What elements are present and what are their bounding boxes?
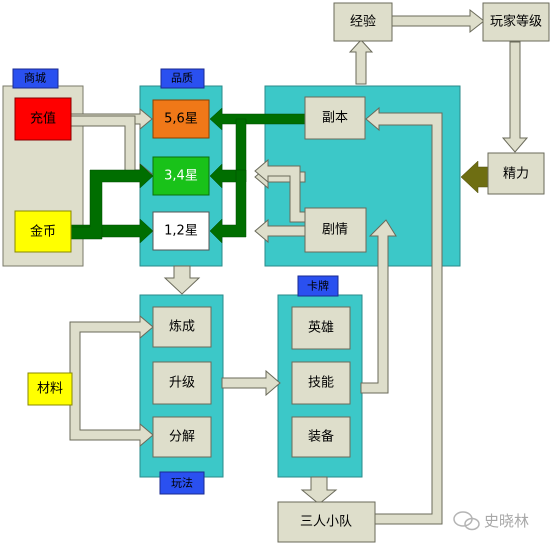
arrow-level-to-stamina (501, 41, 529, 153)
refine-label: 炼成 (169, 320, 195, 335)
quality-label-box (160, 68, 205, 89)
arrow-gold-to-star34 (70, 163, 154, 240)
gray-connectors (59, 8, 529, 525)
stamina-label: 精力 (503, 167, 529, 182)
upgrade-box (152, 361, 212, 405)
arrow-cards-to-team (300, 476, 338, 505)
star56-label: 5,6星 (164, 112, 198, 127)
arrow-quality-to-gameplay (163, 265, 201, 295)
stamina-box (487, 152, 545, 195)
recharge-box (14, 97, 72, 141)
arrow-dungeon-to-experience (348, 39, 374, 85)
skill-box (291, 361, 351, 405)
experience-box (333, 2, 393, 42)
equipment-label: 装备 (308, 429, 334, 445)
shop-label-box (12, 68, 59, 89)
arrow-dungeon-to-star12-green (209, 169, 247, 244)
star12-box (152, 211, 210, 251)
recharge-label: 充值 (30, 111, 56, 127)
cards-label-box (297, 275, 339, 297)
refine-box (152, 306, 212, 348)
shop-title: 商城 (24, 71, 46, 85)
star34-label: 3,4星 (164, 169, 198, 184)
material-box (27, 372, 73, 406)
material-label: 材料 (37, 382, 63, 397)
star12-label: 1,2星 (164, 224, 198, 239)
arrow-stamina-to-dungeon (460, 160, 489, 194)
equipment-box (291, 416, 351, 458)
hero-box (291, 306, 351, 350)
wechat-icon (453, 511, 480, 531)
star34-box (152, 156, 210, 196)
dungeon-label: 副本 (322, 111, 348, 126)
team-box (277, 501, 376, 543)
player-level-box (482, 2, 550, 42)
gameplay-label-box (159, 471, 205, 495)
arrow-material-loop (59, 314, 154, 448)
quality-title: 品质 (171, 72, 193, 85)
star56-box (152, 99, 210, 139)
decompose-box (152, 416, 212, 458)
arrow-team-to-dungeon (365, 106, 443, 525)
decompose-label: 分解 (169, 430, 195, 445)
experience-label: 经验 (350, 14, 376, 30)
green-connectors (70, 107, 306, 244)
arrow-gameplay-to-cards (221, 369, 281, 397)
hero-label: 英雄 (308, 321, 334, 336)
gold-box (14, 210, 72, 253)
story-label: 剧情 (322, 223, 348, 238)
gameplay-title: 玩法 (171, 476, 193, 490)
dungeon-box (304, 96, 366, 140)
gold-label: 金币 (30, 224, 56, 240)
arrow-dungeon-to-star56 (209, 107, 306, 131)
cards-title: 卡牌 (307, 279, 329, 293)
arrow-story-to-star12 (254, 218, 306, 244)
story-box (304, 207, 367, 253)
arrow-experience-to-level (391, 8, 485, 34)
upgrade-label: 升级 (169, 376, 195, 391)
arrow-skill-to-story (360, 219, 397, 394)
arrow-story-to-star34 (254, 158, 306, 223)
skill-label: 技能 (308, 376, 334, 391)
watermark-text: 史晓林 (484, 512, 529, 530)
team-label: 三人小队 (300, 515, 352, 530)
player-level-label: 玩家等级 (490, 14, 542, 30)
